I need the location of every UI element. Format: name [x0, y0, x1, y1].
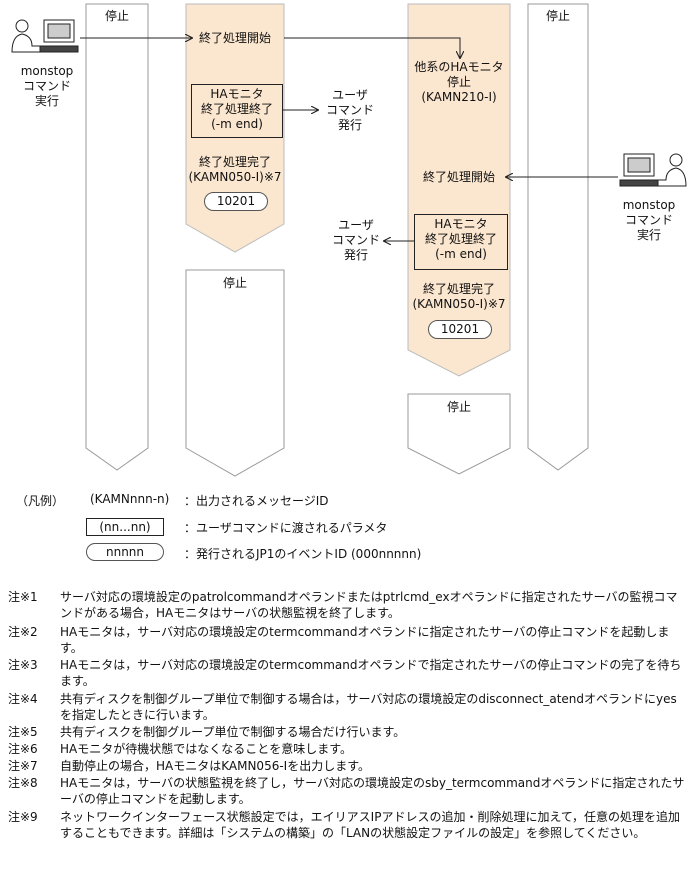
legend-event-desc: ：発行されるJP1のイベントID (000nnnnn) — [184, 547, 422, 561]
lane-4-header: 停止 — [545, 9, 570, 23]
lane2-event-id: 10201 — [204, 192, 268, 211]
lane-2-stopped — [185, 269, 285, 477]
legend-param-desc: ：ユーザコマンドに渡されるパラメタ — [184, 521, 388, 535]
legend-param-sample: (nn...nn) — [86, 518, 164, 536]
lane-3-active — [407, 3, 511, 377]
lane-2-active — [185, 3, 285, 253]
lane-1-header: 停止 — [104, 9, 129, 23]
lane2-done-label: 終了処理完了 (KAMN050-I)※7 — [188, 155, 282, 184]
user-command-a: ユーザ コマンド 発行 — [325, 88, 374, 132]
legend-title: （凡例） — [16, 494, 65, 508]
left-user-label: monstop コマンド 実行 — [20, 64, 74, 108]
lane-2-footer: 停止 — [222, 276, 247, 290]
lane3-ha-end-box: HAモニタ 終了処理終了 (-m end) — [414, 214, 508, 270]
lane3-start-label: 終了処理開始 — [422, 170, 495, 184]
lane3-event-id: 10201 — [428, 320, 492, 339]
lane3-other-stop-label: 他系のHAモニタ 停止 (KAMN210-I) — [414, 60, 504, 104]
lane2-start-label: 終了処理開始 — [198, 31, 271, 45]
arrow-to-other-stop — [284, 37, 460, 58]
user-command-b: ユーザ コマンド 発行 — [331, 218, 380, 262]
legend-msg-sample: (KAMNnnn-n) — [90, 492, 170, 506]
right-user-label: monstop コマンド 実行 — [622, 198, 676, 242]
legend-event-sample: nnnnn — [86, 543, 164, 561]
lane-4 — [527, 3, 589, 471]
lane-3-footer: 停止 — [446, 400, 471, 414]
flow-diagram — [11, 3, 687, 477]
lane3-done-label: 終了処理完了 (KAMN050-I)※7 — [412, 282, 506, 311]
left-user-icon — [11, 19, 79, 53]
lane-1 — [85, 3, 149, 471]
lane2-ha-end-box: HAモニタ 終了処理終了 (-m end) — [191, 84, 283, 138]
legend-msg-desc: ：出力されるメッセージID — [184, 494, 329, 508]
lane-3-stopped — [407, 393, 511, 475]
right-user-icon — [619, 153, 687, 187]
